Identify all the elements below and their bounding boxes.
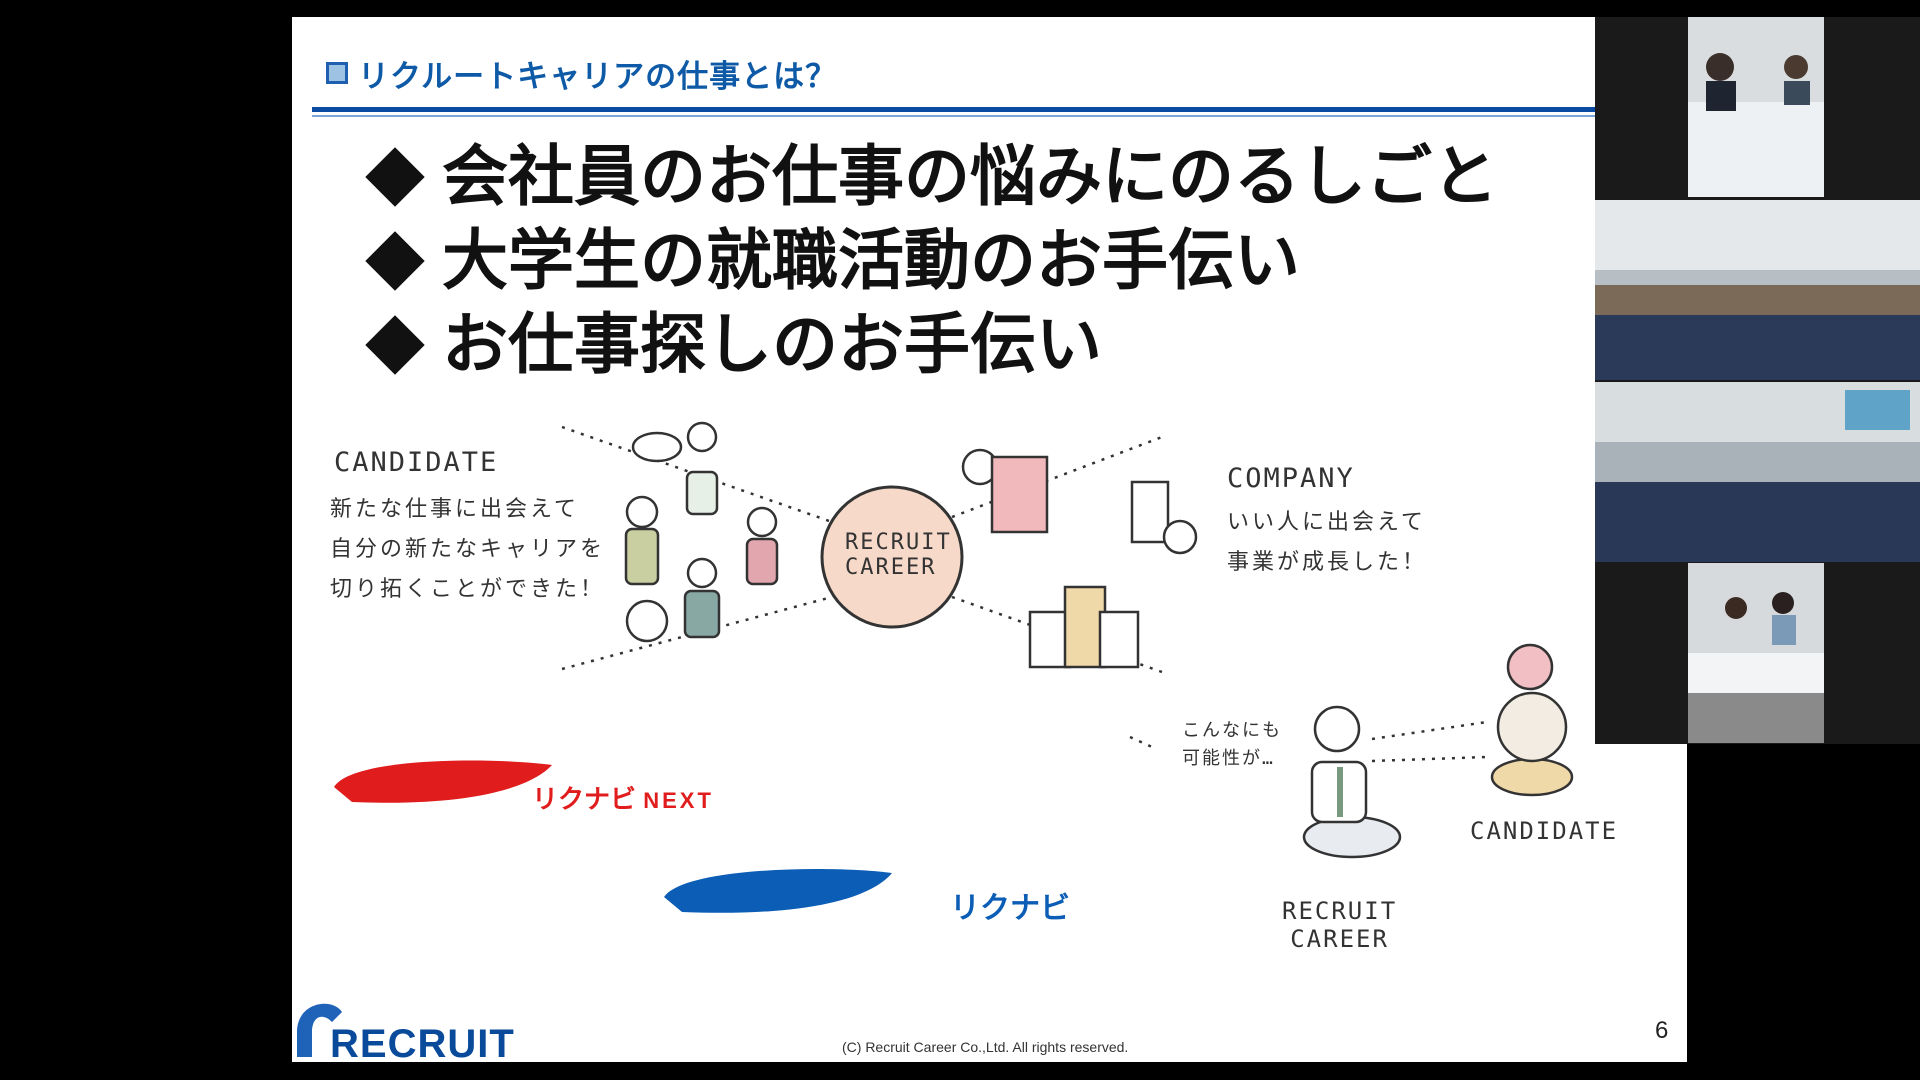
participant-video-tile[interactable] [1595, 200, 1920, 380]
bullet-item: お仕事探しのお手伝い [362, 303, 1498, 387]
company-title: COMPANY [1227, 463, 1355, 494]
rikunabi-logo: リクナビ [950, 892, 1070, 925]
recruit-logo-text: RECRUIT [330, 1022, 515, 1062]
rikunabi-swoosh [664, 868, 892, 913]
company-caption: いい人に出会えて 事業が成長した！ [1227, 510, 1428, 575]
participant-1-video-icon [1688, 17, 1824, 197]
header-divider [312, 107, 1602, 112]
candidate-caption: 新たな仕事に出会えて 自分の新たなキャリアを 切り拓くことができた！ [330, 497, 606, 602]
bullet-item: 大学生の就職活動のお手伝い [362, 219, 1498, 303]
bullet-list: 会社員のお仕事の悩みにのるしごと 大学生の就職活動のお手伝い お仕事探しのお手伝… [362, 135, 1498, 387]
participant-video-tile[interactable] [1688, 17, 1824, 197]
rikunabi-next-swoosh [334, 760, 552, 803]
candidate-people-icon [624, 421, 779, 643]
rikunabi-next-logo: リクナビ NEXT [532, 784, 714, 814]
participant-video-tile[interactable] [1688, 563, 1824, 743]
slide-page-number: 6 [1655, 1017, 1669, 1044]
participant-2-video-icon [1595, 200, 1920, 380]
diamond-bullet-icon [365, 231, 425, 291]
bullet-item: 会社員のお仕事の悩みにのるしごと [362, 135, 1498, 219]
copyright-text: (C) Recruit Career Co.,Ltd. All rights r… [842, 1039, 1129, 1055]
client-label: CANDIDATE [1470, 817, 1619, 845]
company-buildings-icon [961, 448, 1198, 669]
diamond-bullet-icon [365, 315, 425, 375]
header-divider-thin [312, 115, 1602, 117]
candidate-title: CANDIDATE [334, 447, 499, 478]
advisor-speech: こんなにも 可能性が… [1182, 720, 1282, 769]
diamond-bullet-icon [365, 147, 425, 207]
header-square-icon [326, 62, 348, 84]
participant-4-video-icon [1688, 563, 1824, 743]
slide-title: リクルートキャリアの仕事とは？ [358, 58, 838, 95]
shared-slide: リクルートキャリアの仕事とは？ 会社員のお仕事の悩みにのるしごと 大学生の就職活… [292, 17, 1687, 1062]
participant-video-tile[interactable] [1595, 382, 1920, 562]
participant-3-video-icon [1595, 382, 1920, 562]
hub-label: RECRUIT CAREER [845, 530, 952, 580]
advisor-label: RECRUIT CAREER [1282, 897, 1398, 953]
slide-header: リクルートキャリアの仕事とは？ [326, 53, 838, 95]
